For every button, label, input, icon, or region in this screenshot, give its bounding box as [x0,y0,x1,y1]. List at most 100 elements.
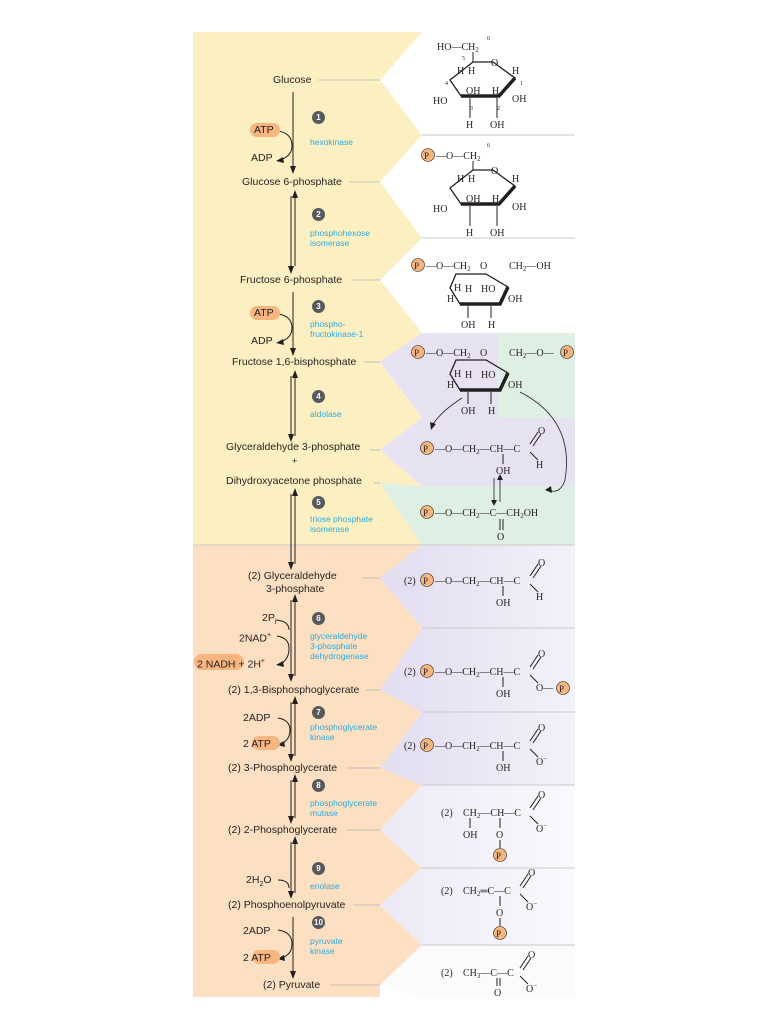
svg-text:P: P [559,684,564,694]
pep-structure: (2) CH2═C—C O O− O P [441,868,537,940]
pg2-panel [380,785,575,868]
atp-label: 2 ATP [243,952,271,964]
enzyme-line: phosphohexose [310,228,371,238]
svg-text:H: H [465,370,472,381]
enzyme-line: triose phosphate [310,514,373,524]
svg-text:—O—CH2: —O—CH2 [425,348,471,360]
svg-text:(2): (2) [441,886,453,897]
enzyme-line: phosphoglycerate [310,722,378,732]
enzyme-line: hexokinase [310,137,354,147]
svg-text:H: H [454,283,461,294]
svg-text:P: P [423,444,428,454]
svg-text:H: H [457,174,464,185]
svg-text:5: 5 [462,56,465,62]
svg-text:H: H [454,369,461,380]
preparatory-phase-panel [193,32,422,545]
enzyme-line: mutase [310,808,338,818]
svg-text:O: O [538,723,545,734]
enzyme-label-4: aldolase [310,409,342,419]
svg-text:O: O [491,166,498,177]
step-number-8: 8 [312,779,325,792]
svg-text:(2): (2) [404,741,416,752]
svg-text:P: P [423,508,428,518]
svg-text:CH2—O—: CH2—O— [509,348,555,360]
svg-text:(2): (2) [441,808,453,819]
pg3-label: (2) 3-Phosphoglycerate [228,762,338,774]
enzyme-line: phospho- [310,319,346,329]
gap-structure: P —O—CH2—CH—C O H OH [420,426,545,477]
enzyme-line: aldolase [310,409,342,419]
adp-label: 2ADP [243,712,271,724]
pg3-structure: (2) P —O—CH2—CH—C O O− OH [404,723,547,774]
svg-text:O: O [480,261,487,272]
svg-text:(2): (2) [404,576,416,587]
atp-label: ATP [254,124,274,136]
svg-text:HO: HO [433,204,447,215]
svg-text:(2): (2) [404,667,416,678]
svg-text:H: H [466,228,473,239]
svg-text:OH: OH [490,228,504,239]
svg-text:—O—CH2: —O—CH2 [425,261,471,273]
svg-text:CH2—OH: CH2—OH [509,261,551,273]
svg-text:OH: OH [508,294,522,305]
svg-text:P: P [423,667,428,677]
svg-text:1: 1 [520,81,523,87]
svg-text:P: P [423,576,428,586]
enzyme-line: pyruvate [310,936,343,946]
gap2-structure: (2) P —O—CH2—CH—C O H OH [404,558,545,609]
svg-text:O: O [494,988,501,999]
enzyme-line: phosphoglycerate [310,798,378,808]
svg-text:P: P [414,261,419,271]
svg-text:—O—CH2—C—CH2OH: —O—CH2—C—CH2OH [434,508,538,520]
svg-text:OH: OH [461,406,475,417]
svg-text:OH: OH [496,763,510,774]
svg-text:—O—CH2: —O—CH2 [435,151,481,163]
svg-text:OH: OH [466,86,480,97]
adp-label: ADP [251,152,273,164]
svg-text:6: 6 [487,143,490,149]
pep-label: (2) Phosphoenolpyruvate [228,899,346,911]
svg-text:H: H [536,592,543,603]
pi-label: 2Pi [262,612,277,627]
atp-highlight [252,736,280,750]
enzyme-label-1: hexokinase [310,137,353,147]
svg-text:CH2—CH—C: CH2—CH—C [463,808,521,820]
svg-text:HO—CH2: HO—CH2 [437,42,479,54]
svg-text:H: H [488,406,495,417]
svg-text:P: P [424,151,429,161]
svg-text:O: O [528,868,535,879]
water-label: 2H2O [246,874,272,889]
atp-label: ATP [254,307,274,319]
svg-text:6: 6 [487,36,490,42]
svg-text:OH: OH [496,598,510,609]
dhap-panel [380,483,575,545]
gap-label: Glyceraldehyde 3-phosphate [226,441,361,453]
svg-text:H: H [447,380,454,391]
svg-text:H: H [468,174,475,185]
gap2-label-line1: (2) Glyceraldehyde [248,570,337,582]
svg-text:H: H [512,66,519,77]
svg-text:H: H [466,120,473,131]
svg-text:OH: OH [466,194,480,205]
atp-label: 2 ATP [243,738,271,750]
svg-text:O−: O− [526,900,537,913]
svg-text:P: P [563,348,568,358]
step-number-4: 4 [312,390,325,403]
svg-text:O: O [497,532,504,543]
svg-text:O: O [496,830,503,841]
pyruvate-label: (2) Pyruvate [263,979,321,991]
f16bp-label: Fructose 1,6-bisphosphate [232,356,357,368]
atp-highlight [252,950,280,964]
pyruvate-structure: (2) CH3—C—C O O− O [441,950,537,999]
svg-text:H: H [488,320,495,331]
adp-label: ADP [251,335,273,347]
pg2-structure: (2) CH2—CH—C O O− OH O P [441,790,547,862]
svg-text:H: H [492,194,499,205]
svg-text:H: H [536,460,543,471]
